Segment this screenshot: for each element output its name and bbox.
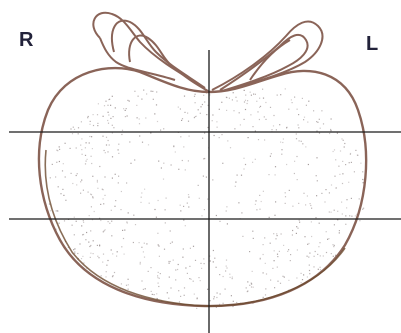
right-side-label: R bbox=[19, 30, 33, 50]
body-outline bbox=[39, 68, 366, 306]
left-lobes bbox=[212, 21, 322, 91]
right-lobes bbox=[93, 13, 208, 91]
right-lobe-middle bbox=[112, 21, 205, 88]
body-outline-lower-accent bbox=[45, 150, 345, 306]
left-side-label: L bbox=[366, 34, 378, 54]
